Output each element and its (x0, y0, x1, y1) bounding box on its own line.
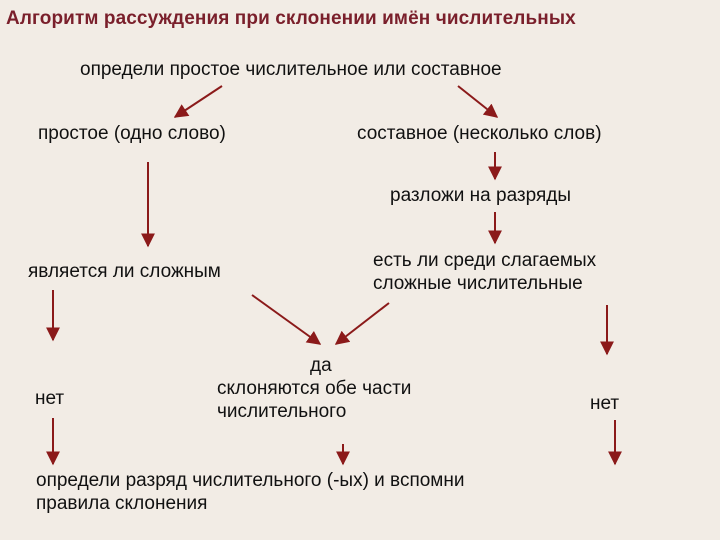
arrow-start-to-compound (457, 85, 499, 118)
arrow-start-to-simple (173, 85, 223, 118)
node-simple: простое (одно слово) (38, 123, 226, 144)
node-yes-line1: да (310, 355, 332, 376)
node-has-complex: есть ли среди слагаемых сложные числител… (373, 249, 596, 295)
arrow-has-complex-to-yes (334, 302, 390, 345)
node-has-complex-line1: есть ли среди слагаемых (373, 250, 597, 271)
node-no-left: нет (35, 388, 65, 409)
node-start: определи простое числительное или состав… (80, 59, 502, 80)
node-yes-line2: склоняются обе части (217, 378, 412, 399)
node-no-right: нет (590, 393, 620, 414)
node-decompose: разложи на разряды (390, 185, 572, 206)
node-final-line1: определи разряд числительного (-ых) и вс… (36, 470, 465, 491)
node-compound: составное (несколько слов) (357, 123, 602, 144)
arrow-is-complex-to-yes (251, 294, 322, 345)
node-final: определи разряд числительного (-ых) и вс… (36, 469, 464, 515)
slide-title: Алгоритм рассуждения при склонении имён … (6, 8, 576, 29)
node-has-complex-line2: сложные числительные (373, 273, 583, 294)
node-final-line2: правила склонения (36, 493, 208, 514)
node-yes-line3: числительного (217, 401, 347, 422)
node-yes: да склоняются обе части числительного (212, 354, 494, 423)
node-is-complex: является ли сложным (28, 261, 221, 282)
